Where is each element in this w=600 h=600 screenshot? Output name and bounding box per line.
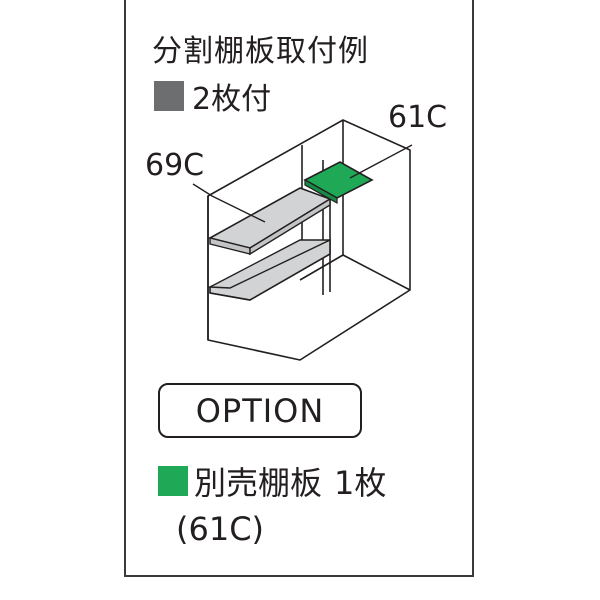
optional-shelf-text: 別売棚板 — [194, 464, 323, 502]
optional-shelf-part-number: (61C) — [176, 510, 265, 548]
leader-line-69c — [192, 183, 266, 223]
diagram-title: 分割棚板取付例 — [152, 34, 369, 69]
option-badge: OPTION — [158, 383, 362, 438]
gray-swatch — [154, 81, 184, 111]
included-shelves-legend: 2枚付 — [154, 74, 271, 118]
optional-shelf-legend: 別売棚板 1枚 — [158, 458, 386, 504]
label-69c: 69C — [145, 148, 205, 183]
optional-shelf-quantity: 1枚 — [334, 464, 387, 502]
leader-line-61c — [349, 144, 413, 179]
green-swatch — [158, 466, 188, 496]
label-61c: 61C — [388, 100, 448, 135]
included-shelves-text: 2枚付 — [192, 82, 272, 117]
